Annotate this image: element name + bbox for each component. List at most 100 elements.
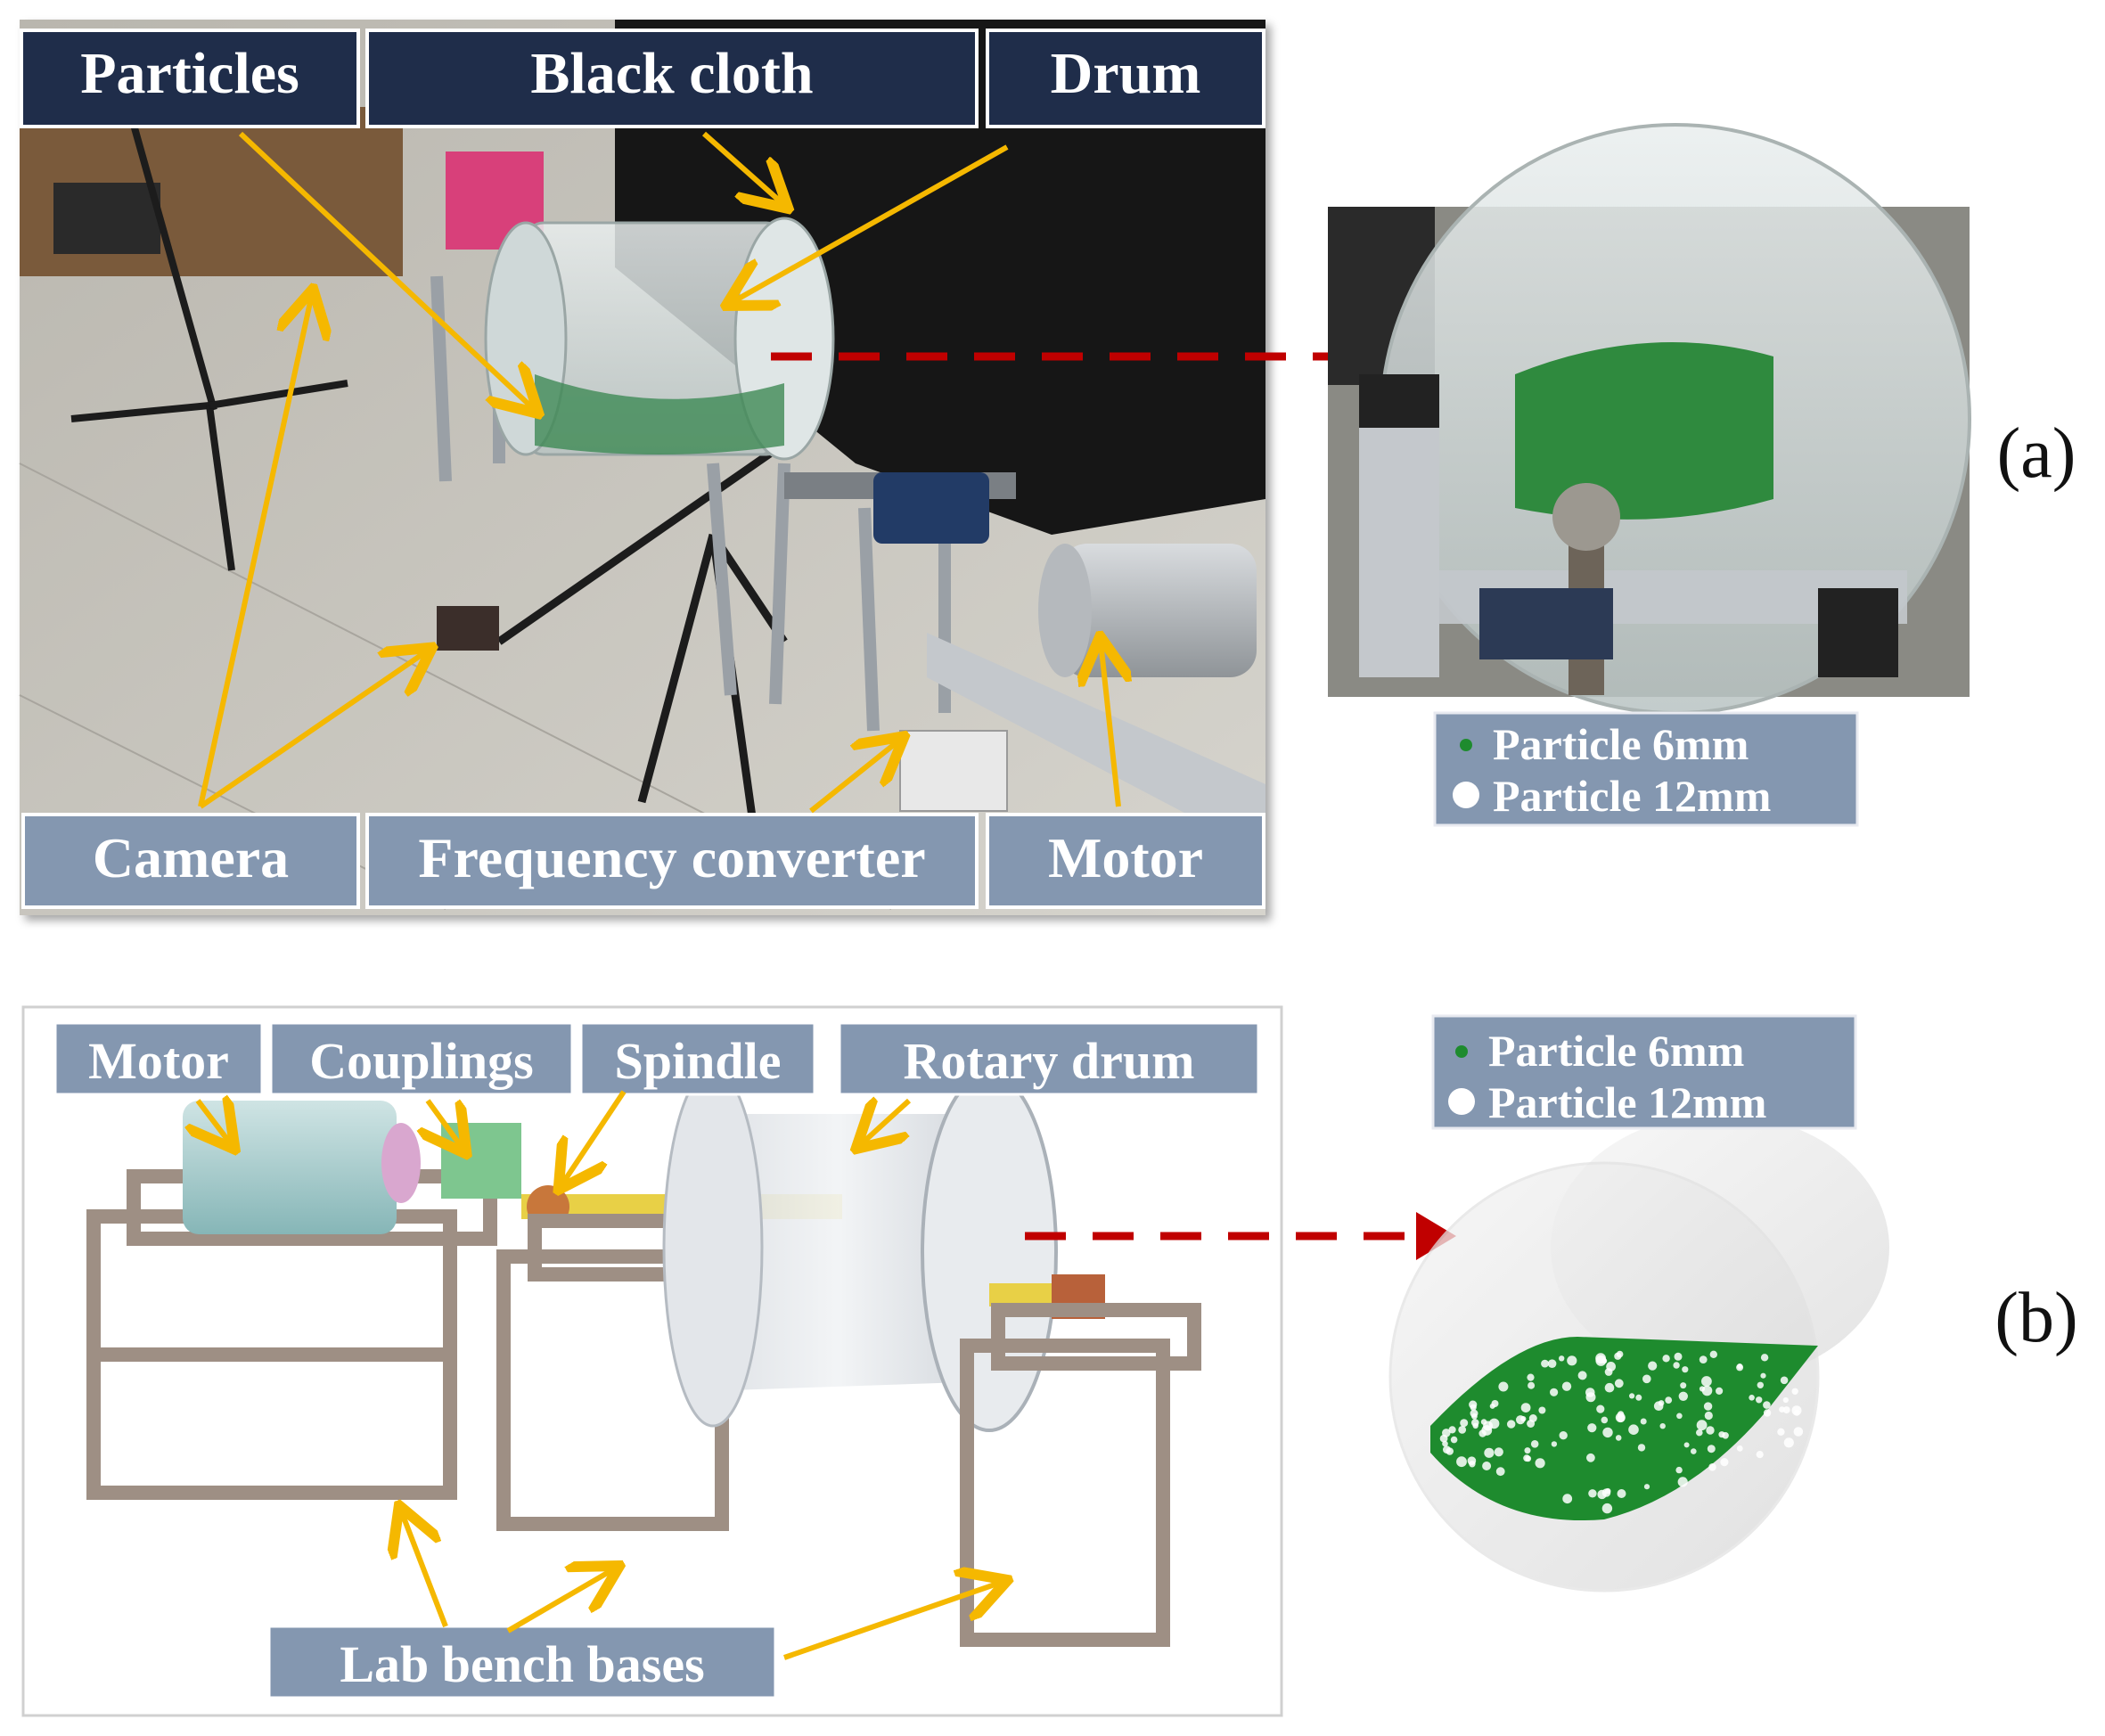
particle-dot	[1528, 1381, 1536, 1389]
particle-dot	[1585, 1392, 1596, 1403]
particle-dot	[1561, 1381, 1572, 1391]
particle-dot	[1520, 1416, 1527, 1422]
callout-frequency-converter: Frequency converter	[365, 813, 979, 909]
particle-dot	[1551, 1441, 1558, 1447]
particle-dot	[1783, 1437, 1794, 1448]
particle-dot	[1763, 1409, 1772, 1417]
legend-large-marker	[1453, 782, 1479, 808]
particle-dot	[1642, 1374, 1651, 1384]
particle-dot	[1718, 1431, 1725, 1438]
svg-text:Lab bench bases: Lab bench bases	[340, 1635, 704, 1693]
particle-dot	[1709, 1350, 1718, 1359]
svg-text:Particle 12mm: Particle 12mm	[1488, 1077, 1766, 1127]
photo-motor	[1038, 544, 1257, 677]
svg-text:Frequency converter: Frequency converter	[418, 826, 925, 889]
particle-dot	[1614, 1352, 1622, 1360]
particle-dot	[1615, 1435, 1622, 1441]
svg-text:Particle 6mm: Particle 6mm	[1488, 1026, 1744, 1076]
particle-dot	[1707, 1445, 1716, 1453]
callout-couplings: Couplings	[269, 1021, 574, 1096]
particle-dot	[1604, 1487, 1611, 1494]
particle-dot	[1659, 1423, 1666, 1429]
particle-dot	[1458, 1426, 1467, 1434]
callout-bases: Lab bench bases	[267, 1625, 777, 1699]
particle-dot	[1562, 1494, 1573, 1504]
callout-drum: Drum	[986, 29, 1265, 128]
panel-label-b: (b)	[1994, 1279, 2077, 1357]
particle-dot	[1596, 1404, 1605, 1413]
particle-dot	[1484, 1447, 1495, 1458]
particle-dot	[1760, 1372, 1766, 1379]
particle-dot	[1777, 1428, 1785, 1437]
particle-dot	[1494, 1447, 1503, 1457]
particle-dot	[1779, 1406, 1785, 1413]
particle-dot	[1488, 1418, 1500, 1429]
particle-dot	[1586, 1453, 1595, 1462]
particle-dot	[1442, 1440, 1448, 1447]
callout-spindle: Spindle	[579, 1021, 816, 1096]
particle-dot	[1448, 1426, 1456, 1434]
drum-closeup-photo	[1328, 123, 1971, 715]
particle-dot	[1793, 1409, 1800, 1416]
particle-dot	[1763, 1401, 1771, 1409]
particle-dot	[1498, 1381, 1509, 1392]
svg-text:Camera: Camera	[93, 826, 289, 889]
particle-dot	[1708, 1463, 1716, 1471]
particle-dot	[1491, 1400, 1499, 1407]
particle-dot	[1588, 1489, 1597, 1498]
particle-dot	[1480, 1419, 1487, 1425]
particle-dot	[1635, 1394, 1642, 1401]
particle-dot	[1675, 1466, 1683, 1474]
particle-dot	[1614, 1379, 1624, 1388]
callout-particles: Particles	[20, 29, 360, 128]
particle-dot	[1520, 1403, 1531, 1413]
particle-dot	[1780, 1376, 1789, 1385]
particle-dot	[1528, 1414, 1537, 1422]
callout-arrows-a	[198, 131, 1118, 814]
particle-dot	[1676, 1413, 1683, 1420]
particle-dot	[1760, 1354, 1769, 1362]
svg-text:Motor: Motor	[88, 1032, 229, 1090]
panel-b: Motor Couplings Spindle Rotary drum Lab …	[21, 1005, 2078, 1717]
cad-render	[86, 1068, 1201, 1647]
legend-small-marker	[1455, 1045, 1468, 1058]
particle-dot	[1629, 1393, 1635, 1399]
particle-dot	[1601, 1416, 1609, 1424]
svg-text:Particle 6mm: Particle 6mm	[1493, 719, 1749, 769]
particle-dot	[1658, 1400, 1665, 1406]
panel-a: Particles Black cloth Drum Camera Freque…	[19, 20, 2076, 915]
particle-dot	[1604, 1368, 1613, 1376]
particle-dot	[1595, 1353, 1606, 1364]
particle-dot	[1756, 1396, 1763, 1404]
particle-dot	[1535, 1458, 1545, 1469]
particle-dot	[1628, 1424, 1639, 1435]
particle-dot	[1469, 1461, 1476, 1468]
particle-dot	[1716, 1387, 1724, 1395]
svg-text:Spindle: Spindle	[615, 1032, 782, 1090]
particle-dot	[1527, 1373, 1535, 1381]
particle-dot	[1478, 1429, 1487, 1437]
cad-drum	[662, 1068, 1058, 1432]
particle-dot	[1524, 1447, 1531, 1454]
particle-dot	[1470, 1404, 1477, 1411]
particle-dot	[1617, 1413, 1626, 1422]
particle-dot	[1791, 1388, 1798, 1396]
particle-dot	[1683, 1442, 1690, 1448]
particle-dot	[1665, 1396, 1673, 1404]
svg-text:Motor: Motor	[1048, 826, 1203, 889]
particle-dot	[1523, 1454, 1530, 1462]
particle-dot	[1691, 1448, 1697, 1454]
particle-dot	[1704, 1411, 1713, 1421]
particle-dot	[1756, 1451, 1764, 1459]
particle-dot	[1471, 1413, 1478, 1420]
svg-text:Rotary drum: Rotary drum	[903, 1032, 1194, 1090]
particle-dot	[1703, 1402, 1713, 1411]
panel-label-a: (a)	[1997, 414, 2076, 493]
svg-text:Particles: Particles	[80, 41, 299, 106]
particle-dot	[1678, 1391, 1689, 1402]
particle-dot	[1699, 1386, 1706, 1392]
particle-dot	[1559, 1355, 1565, 1362]
particle-dot	[1482, 1462, 1492, 1470]
particle-dot	[1782, 1406, 1790, 1414]
callout-camera: Camera	[21, 813, 360, 909]
